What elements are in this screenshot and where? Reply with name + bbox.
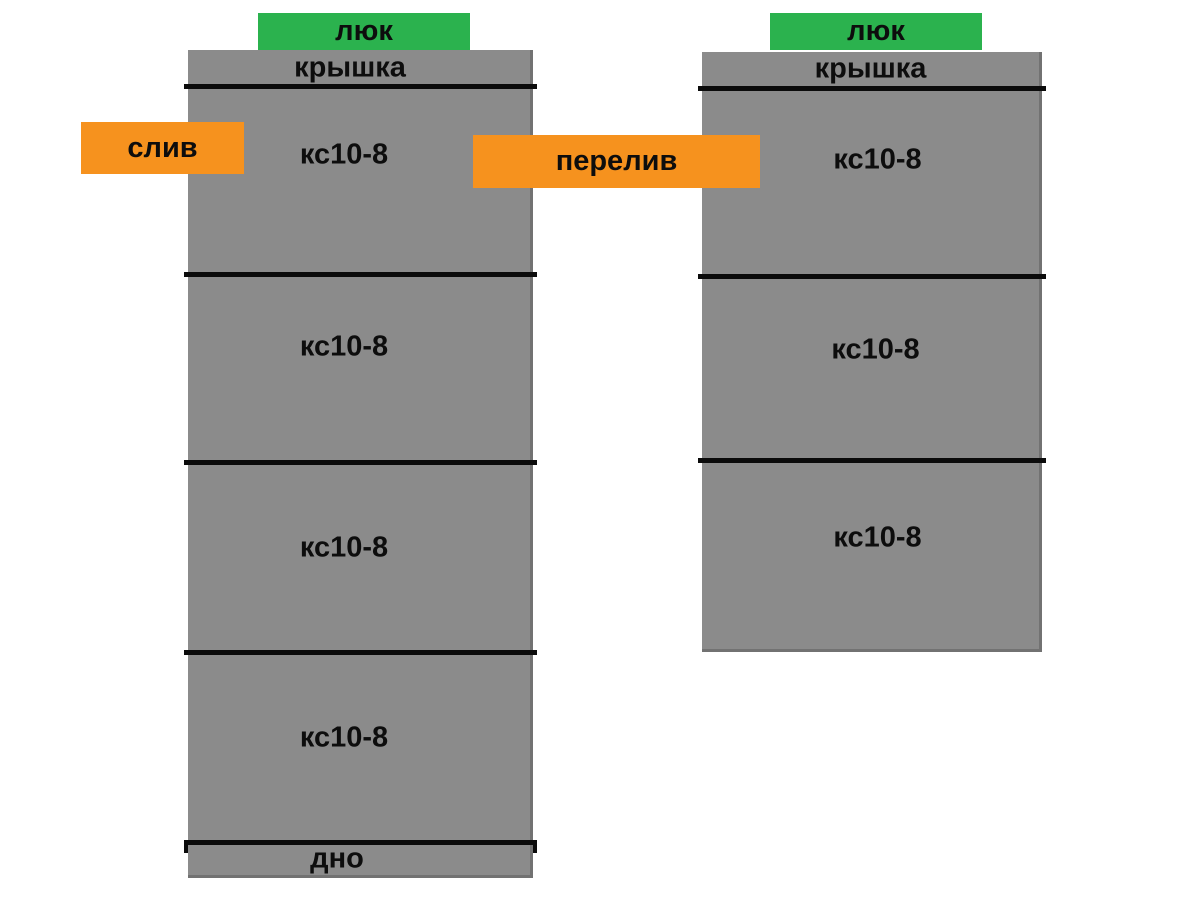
overflow-label: перелив: [555, 145, 678, 177]
hatch-block-right: люк: [770, 13, 982, 50]
joint-line: [698, 86, 1046, 91]
ring-label: кс10-8: [299, 330, 389, 363]
ring-label: кс10-8: [299, 531, 389, 564]
hatch-label: люк: [335, 15, 393, 47]
overflow-badge: перелив: [473, 135, 760, 188]
joint-line: [698, 458, 1046, 463]
ring-label: кс10-8: [299, 721, 389, 754]
joint-line: [184, 840, 537, 853]
joint-line: [184, 460, 537, 465]
bottom-label: дно: [310, 842, 364, 875]
lid-label: крышка: [814, 52, 927, 85]
drain-badge: слив: [81, 122, 244, 174]
hatch-label: люк: [847, 15, 905, 47]
joint-line: [184, 650, 537, 655]
tank-body-left: крышка кс10-8 кс10-8 кс10-8 кс10-8 дно: [184, 50, 537, 878]
drain-label: слив: [127, 131, 198, 164]
ring-label: кс10-8: [833, 143, 922, 176]
ring-label: кс10-8: [299, 138, 389, 171]
joint-line: [698, 274, 1046, 279]
ring-label: кс10-8: [831, 333, 920, 366]
ring-label: кс10-8: [833, 521, 922, 554]
lid-label: крышка: [294, 51, 406, 84]
joint-line: [184, 272, 537, 277]
hatch-block-left: люк: [258, 13, 470, 50]
joint-line: [184, 84, 537, 89]
